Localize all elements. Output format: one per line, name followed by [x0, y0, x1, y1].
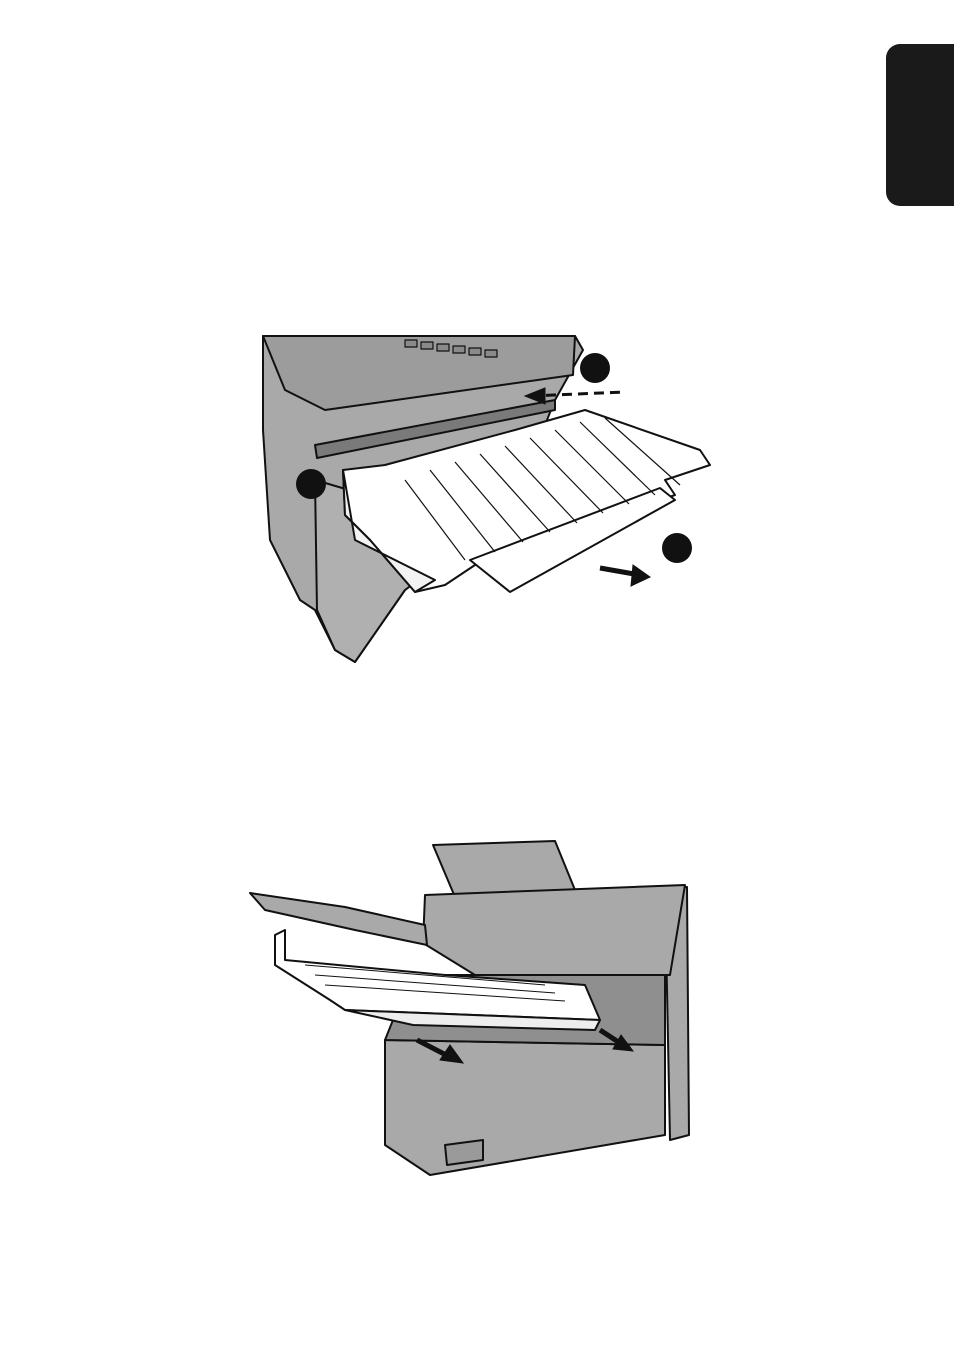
- section-tab: [886, 44, 954, 206]
- callout-circle-icon: [580, 353, 610, 383]
- callout-circle-icon: [296, 469, 326, 499]
- document-tray: [433, 841, 575, 897]
- figure-attach-paper-tray-extension: [255, 330, 725, 670]
- callout-circle-icon: [662, 533, 692, 563]
- machine-body: [385, 1040, 665, 1175]
- figure-install-paper-tray: [245, 835, 700, 1180]
- machine-upper-housing: [423, 885, 685, 975]
- arrow-icon: [631, 565, 650, 586]
